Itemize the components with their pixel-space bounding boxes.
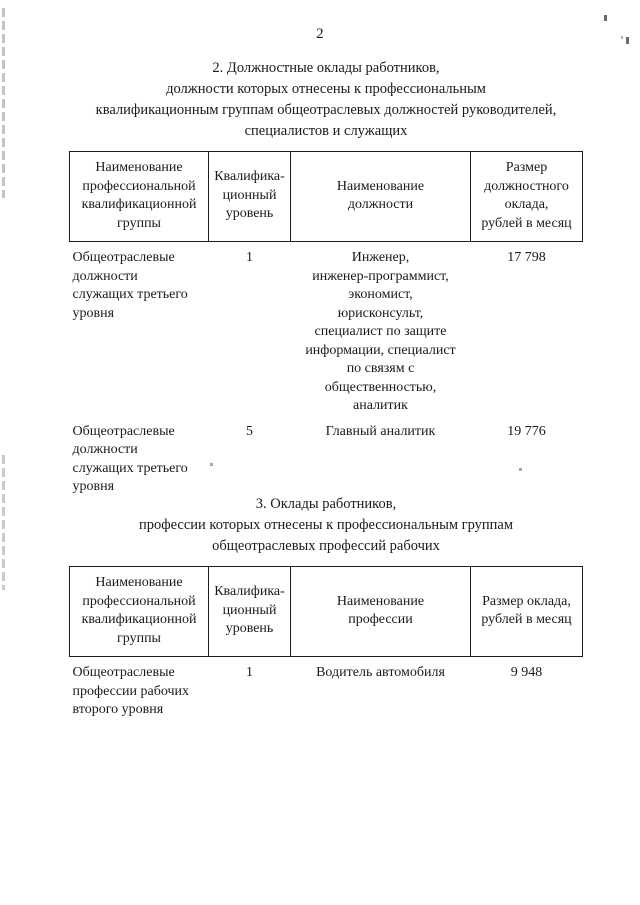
header-line: профессии: [348, 612, 413, 627]
header-line: должностного: [484, 178, 569, 194]
table-row: Общеотраслевые должности служащих третье…: [70, 242, 583, 416]
header-line: Размер оклада,: [482, 593, 571, 609]
cell-line: должности: [72, 268, 138, 284]
cell-position-name: Инженер, инженер-программист, экономист,…: [291, 242, 471, 416]
table-body: Общеотраслевые профессии рабочих второго…: [70, 657, 583, 720]
header-line: группы: [117, 215, 161, 231]
header-line: рублей в месяц: [481, 215, 572, 231]
cell-line: уровня: [72, 305, 115, 321]
salary-table-workers: Наименование профессиональной квалификац…: [69, 566, 583, 720]
column-header-profession-name: Наименование профессии: [290, 566, 471, 657]
cell-profession-name: Водитель автомобиля: [291, 657, 471, 720]
column-header-salary-amount: Размер должностного оклада, рублей в мес…: [470, 151, 583, 242]
cell-qualification-group: Общеотраслевые должности служащих третье…: [70, 416, 209, 497]
cell-line: должности: [72, 442, 138, 457]
header-line: рублей в месяц: [481, 612, 572, 627]
header-line: профессиональной: [82, 593, 196, 609]
cell-qualification-level: 1: [246, 250, 253, 265]
scan-speck: [210, 463, 213, 466]
section-2-heading-line-3: квалификационным группам общеотраслевых …: [95, 102, 557, 118]
cell-line: профессии рабочих: [72, 683, 190, 699]
table-header: Наименование профессиональной квалификац…: [69, 566, 583, 657]
cell-qualification-group: Общеотраслевые должности служащих третье…: [70, 242, 209, 416]
table-header-row: Наименование профессиональной квалификац…: [69, 566, 583, 657]
table-body: Общеотраслевые должности служащих третье…: [70, 242, 583, 497]
column-header-qualification-group: Наименование профессиональной квалификац…: [69, 151, 209, 242]
cell-line: Общеотраслевые: [72, 250, 175, 265]
salary-table-officials: Наименование профессиональной квалификац…: [69, 151, 583, 497]
header-line: Квалифика-: [214, 584, 285, 600]
header-line: группы: [117, 630, 161, 646]
header-line: Наименование: [336, 178, 425, 194]
header-line: ционный: [222, 187, 277, 203]
header-line: уровень: [225, 206, 274, 222]
section-2-heading-line-2: должности которых отнесены к профессиона…: [166, 81, 486, 97]
cell-position-name: Главный аналитик: [291, 416, 471, 497]
cell-line: служащих третьего: [72, 460, 188, 476]
section-3-heading: 3. Оклады работников, профессии которых …: [70, 494, 582, 557]
table-row: Общеотраслевые профессии рабочих второго…: [70, 657, 583, 720]
cell-salary-amount: 9 948: [510, 665, 543, 680]
header-line: Квалифика-: [214, 169, 285, 185]
section-2-heading-line-1: 2. Должностные оклады работников,: [212, 60, 440, 76]
column-header-qualification-group: Наименование профессиональной квалификац…: [69, 566, 209, 657]
header-line: уровень: [225, 621, 274, 637]
cell-salary-amount: 17 798: [507, 250, 546, 265]
header-line: Наименование: [95, 575, 183, 590]
cell-line: уровня: [72, 479, 115, 494]
scan-speck: [621, 36, 623, 39]
cell-line: второго уровня: [72, 702, 164, 717]
cell-line: общественностью,: [324, 379, 437, 395]
scan-speck: [519, 468, 522, 471]
cell-line: юрисконсульт,: [337, 305, 424, 321]
cell-line: специалист по защите: [314, 324, 447, 339]
cell-line: Главный аналитик: [325, 423, 436, 439]
header-line: ционный: [222, 602, 277, 618]
header-line: должности: [347, 197, 414, 212]
cell-line: Водитель автомобиля: [316, 665, 445, 680]
cell-qualification-level: 5: [246, 423, 253, 439]
scan-edge-artifact: [2, 8, 5, 198]
header-line: квалификационной: [81, 612, 197, 627]
cell-line: информации, специалист: [305, 342, 456, 358]
table-header-row: Наименование профессиональной квалификац…: [69, 151, 583, 242]
header-line: Размер: [505, 160, 548, 175]
section-2-heading-line-4: специалистов и служащих: [244, 123, 408, 139]
section-2-heading: 2. Должностные оклады работников, должно…: [70, 58, 582, 142]
table-header: Наименование профессиональной квалификац…: [69, 151, 583, 242]
table-row: Общеотраслевые должности служащих третье…: [70, 416, 583, 497]
cell-line: служащих третьего: [72, 287, 188, 302]
cell-line: Общеотраслевые: [72, 423, 175, 439]
cell-qualification-level: 1: [246, 665, 253, 680]
cell-line: Инженер,: [351, 250, 410, 265]
cell-salary-amount: 19 776: [507, 423, 546, 439]
column-header-position-name: Наименование должности: [290, 151, 471, 242]
header-line: Наименование: [95, 160, 183, 175]
header-line: профессиональной: [82, 178, 196, 194]
cell-line: аналитик: [353, 398, 408, 413]
column-header-qualification-level: Квалифика- ционный уровень: [208, 566, 291, 657]
scan-speck: [626, 37, 629, 44]
section-3-heading-line-2: профессии которых отнесены к профессиона…: [138, 517, 514, 533]
column-header-salary-amount: Размер оклада, рублей в месяц: [470, 566, 583, 657]
header-line: Наименование: [336, 593, 425, 609]
cell-line: Общеотраслевые: [72, 665, 175, 680]
header-line: квалификационной: [81, 197, 197, 212]
section-3-heading-line-3: общеотраслевых профессий рабочих: [212, 538, 440, 554]
cell-line: инженер-программист,: [312, 268, 449, 284]
scan-edge-artifact: [2, 455, 5, 590]
cell-qualification-group: Общеотраслевые профессии рабочих второго…: [70, 657, 209, 720]
column-header-qualification-level: Квалифика- ционный уровень: [208, 151, 291, 242]
cell-line: экономист,: [348, 287, 413, 302]
section-3-heading-line-1: 3. Оклады работников,: [255, 496, 397, 512]
page-number: 2: [316, 26, 324, 42]
cell-line: по связям с: [346, 361, 415, 376]
scan-speck: [604, 15, 607, 21]
header-line: оклада,: [504, 197, 549, 212]
